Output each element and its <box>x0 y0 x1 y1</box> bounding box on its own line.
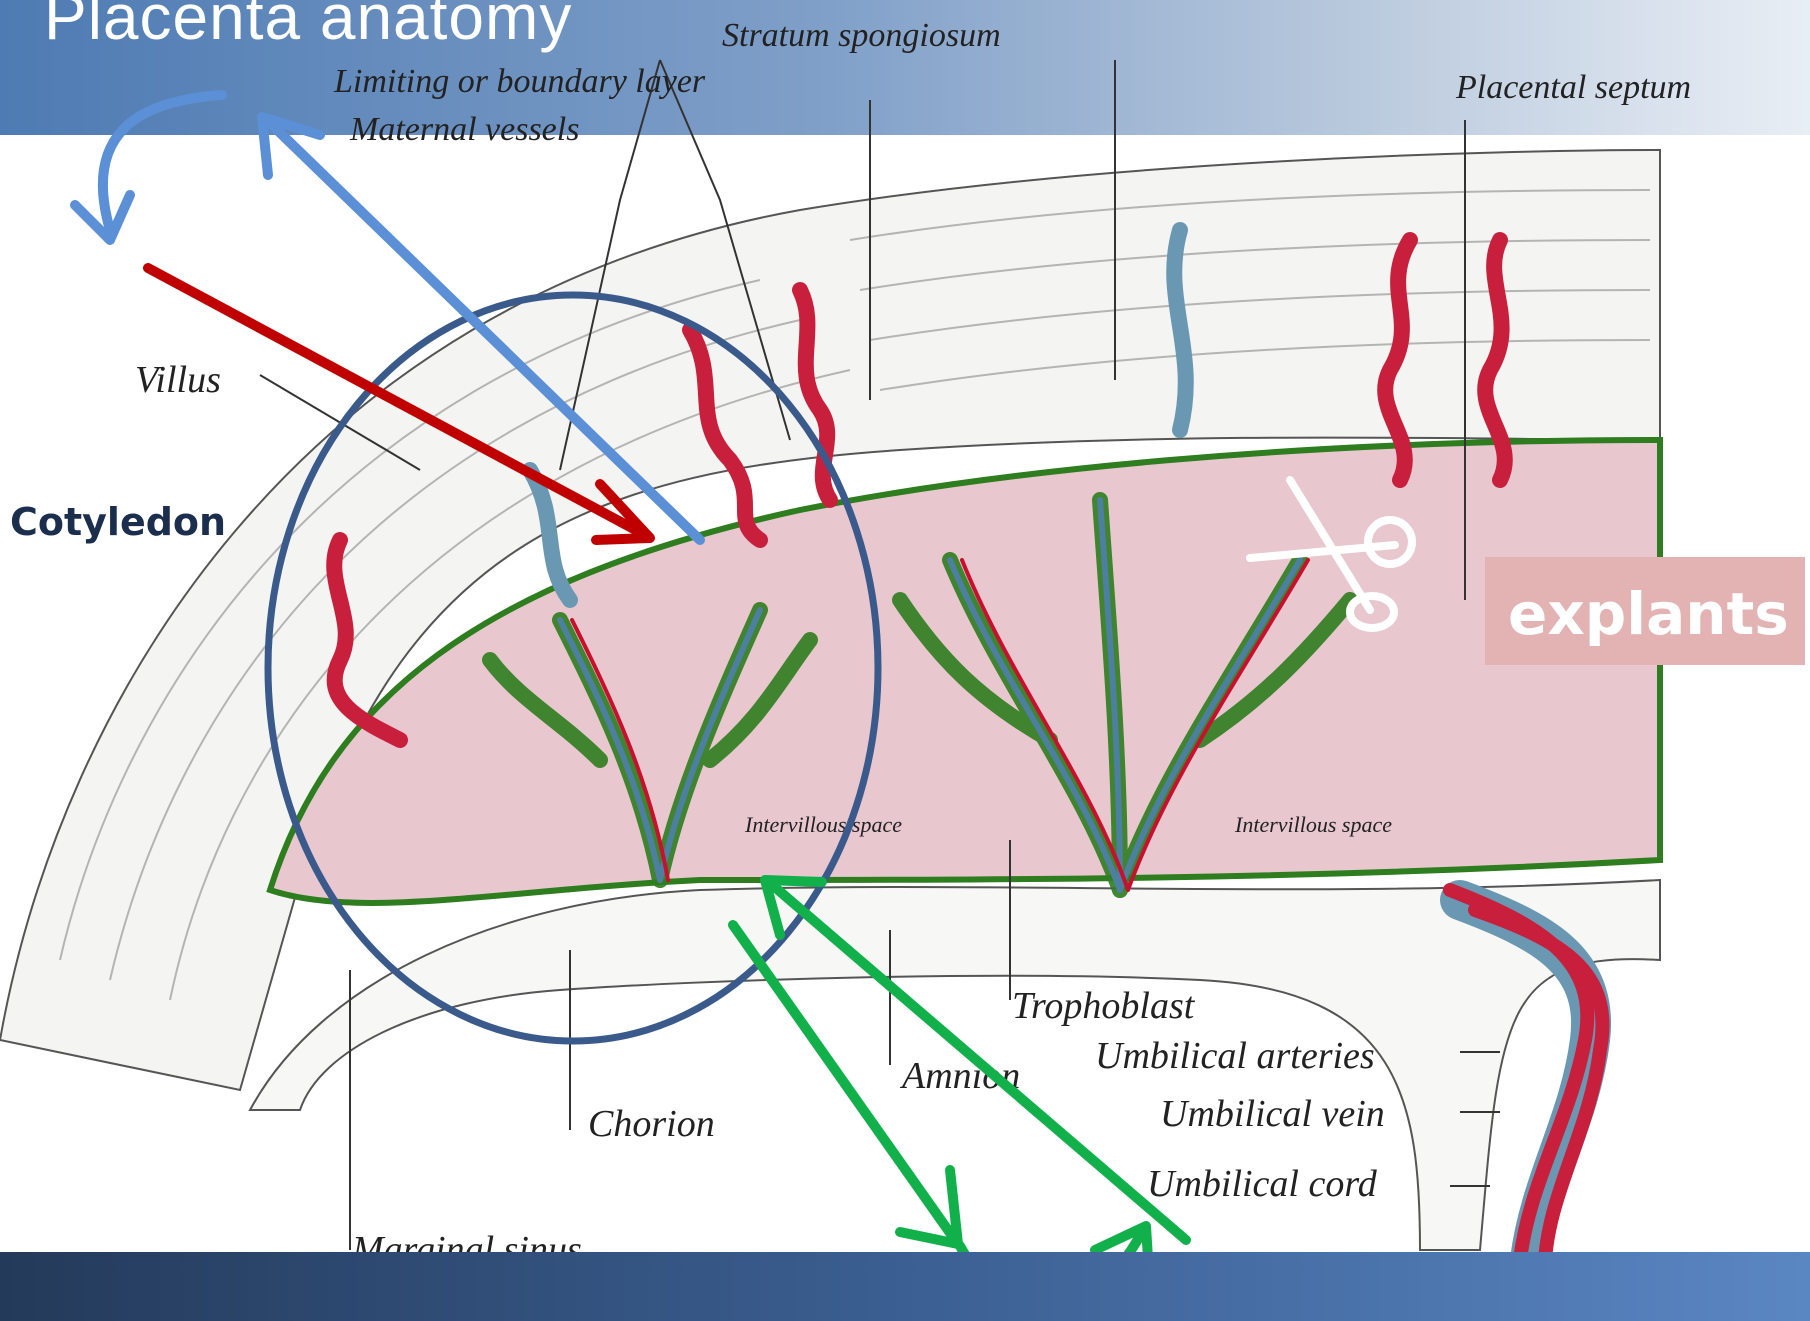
label-trophoblast: Trophoblast <box>1012 985 1196 1027</box>
label-intervillous-space-1: Intervillous space <box>744 812 902 837</box>
label-umbilical-vein: Umbilical vein <box>1160 1093 1385 1135</box>
footer-band <box>0 1252 1810 1321</box>
label-intervillous-space-2: Intervillous space <box>1234 812 1392 837</box>
label-chorion: Chorion <box>588 1103 715 1145</box>
label-limiting-layer: Limiting or boundary layer <box>333 63 706 100</box>
label-umbilical-cord: Umbilical cord <box>1147 1163 1378 1205</box>
slide-title: Placenta anatomy <box>44 0 572 54</box>
label-umbilical-arteries: Umbilical arteries <box>1095 1035 1375 1077</box>
explants-label: explants <box>1508 580 1789 648</box>
label-villus: Villus <box>135 359 221 401</box>
label-placental-septum: Placental septum <box>1455 69 1691 106</box>
cotyledon-label: Cotyledon <box>10 500 226 544</box>
label-stratum-spongiosum: Stratum spongiosum <box>722 17 1001 54</box>
label-maternal-vessels: Maternal vessels <box>349 111 579 148</box>
